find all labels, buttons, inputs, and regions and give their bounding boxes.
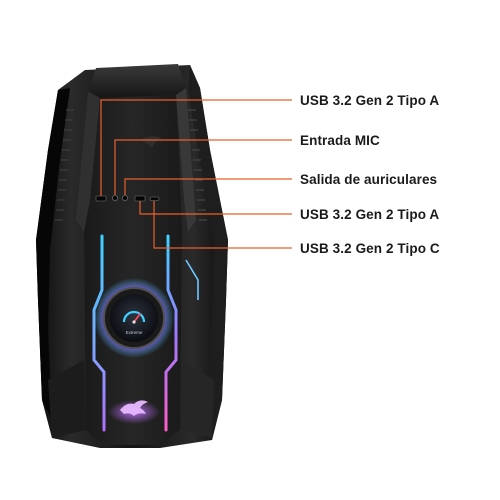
callout-lines (100, 99, 292, 249)
right-vent-grille (188, 109, 207, 221)
left-vent-grille (55, 109, 74, 221)
dial-face (110, 294, 158, 342)
front-io-ports (95, 194, 160, 202)
callout-line-usb-c (153, 201, 292, 249)
mic-jack (112, 194, 119, 201)
case-lower-left-panel (48, 360, 86, 438)
callout-line-headphones (124, 178, 292, 195)
dragon-emblem-watermark (140, 136, 162, 148)
case-right-fin (188, 65, 228, 440)
callout-line-usb-a-2 (139, 201, 292, 215)
msi-dragon-logo (120, 400, 148, 416)
callout-label-usb-c: USB 3.2 Gen 2 Tipo C (300, 241, 440, 256)
callout-line-usb-a-1 (100, 99, 292, 196)
usb-a-port-2 (134, 195, 146, 202)
dial-label: Extreme (126, 330, 143, 335)
rgb-strip-left (92, 234, 106, 432)
front-center-panel (84, 95, 182, 445)
front-bevel-left (76, 92, 100, 232)
callout-label-mic-input: Entrada MIC (300, 133, 380, 148)
callout-label-headphone-output: Salida de auriculares (300, 172, 438, 187)
usb-a-port-1 (95, 195, 107, 202)
callout-label-usb-a-1: USB 3.2 Gen 2 Tipo A (300, 93, 440, 108)
rgb-strip-right (164, 234, 178, 432)
callout-label-usb-a-2: USB 3.2 Gen 2 Tipo A (300, 207, 440, 222)
case-lower-right-panel (180, 360, 214, 438)
case-left-fin (36, 88, 70, 420)
callout-line-mic (114, 139, 292, 195)
headphone-jack (122, 194, 129, 201)
speedometer-icon (122, 310, 146, 324)
usb-c-port (149, 196, 160, 201)
rgb-accent-right-outer (185, 259, 199, 300)
front-bevel-right (176, 88, 196, 232)
case-top-face (88, 64, 186, 98)
